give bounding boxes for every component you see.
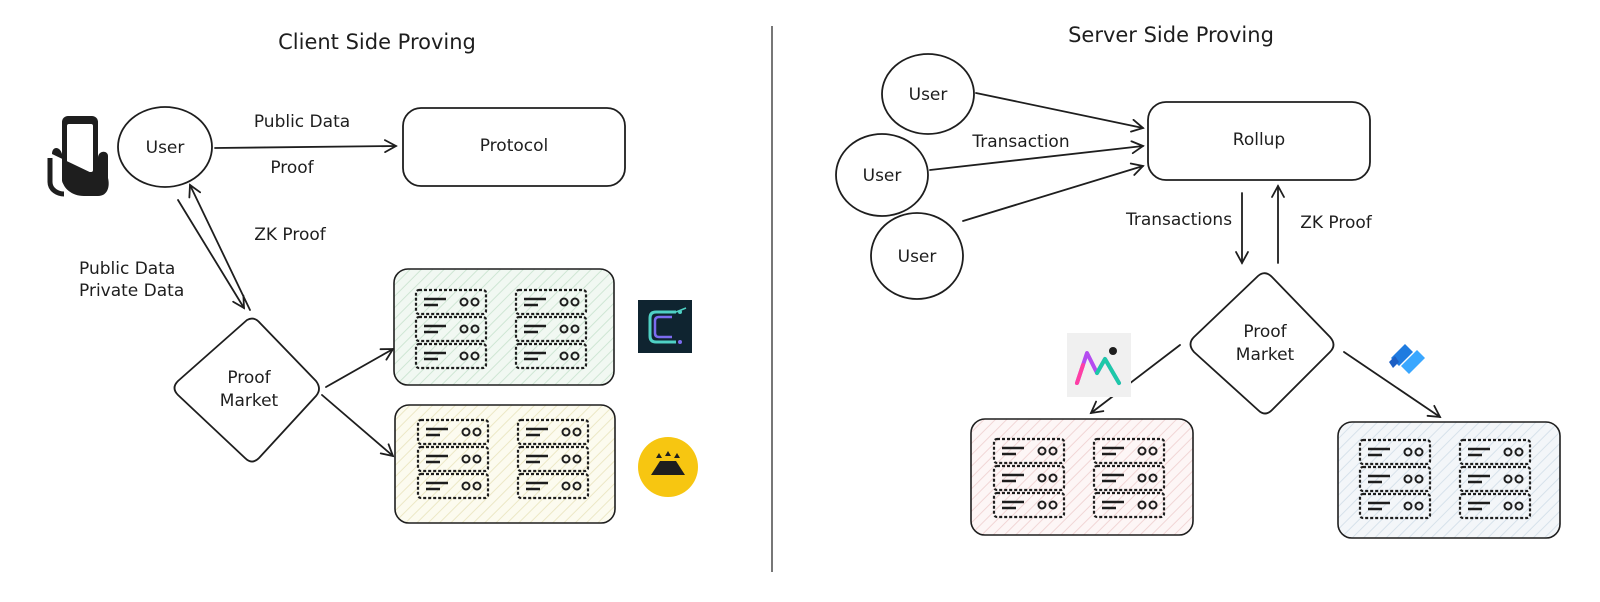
server-user-label-c: User bbox=[898, 247, 937, 267]
client-public-data-2-label: Public Data bbox=[79, 259, 175, 279]
server-user-node-a bbox=[881, 53, 975, 135]
market-to-blue-servers-arrow bbox=[1343, 351, 1442, 419]
client-market-label-2: Market bbox=[220, 391, 279, 411]
client-public-data-label: Public Data bbox=[254, 112, 350, 132]
server-user-node-b bbox=[835, 133, 929, 217]
market-to-pink-servers-arrow bbox=[1089, 344, 1181, 415]
client-zk-proof-label: ZK Proof bbox=[254, 225, 327, 245]
market-to-user-arrow bbox=[188, 183, 251, 311]
market-to-yellow-servers-arrow bbox=[321, 394, 395, 458]
cysic-logo bbox=[638, 300, 692, 353]
client-private-data-label: Private Data bbox=[79, 281, 184, 301]
server-market-label-1: Proof bbox=[1243, 322, 1287, 342]
phone-hand-icon bbox=[47, 116, 109, 197]
layer-logo bbox=[1389, 344, 1425, 374]
client-proof-label: Proof bbox=[270, 158, 314, 178]
server-proof-market-node bbox=[1189, 272, 1335, 415]
user-a-to-rollup-arrow bbox=[975, 92, 1145, 133]
server-transaction-label: Transaction bbox=[971, 132, 1069, 152]
server-server-group-blue bbox=[1337, 421, 1561, 539]
protocol-label: Protocol bbox=[480, 136, 549, 156]
user-b-to-rollup-arrow bbox=[929, 140, 1145, 171]
client-market-label-1: Proof bbox=[227, 368, 271, 388]
succinct-logo bbox=[1067, 333, 1131, 397]
market-to-green-servers-arrow bbox=[325, 348, 395, 388]
server-user-label-a: User bbox=[909, 85, 948, 105]
client-server-group-yellow bbox=[394, 404, 616, 524]
user-c-to-rollup-arrow bbox=[962, 162, 1145, 222]
server-title: Server Side Proving bbox=[1068, 23, 1274, 47]
user-to-protocol-arrow bbox=[214, 139, 398, 154]
gevulot-logo bbox=[638, 437, 698, 497]
server-user-label-b: User bbox=[863, 166, 902, 186]
server-transactions-label: Transactions bbox=[1125, 210, 1232, 230]
client-server-group-green bbox=[393, 268, 615, 386]
rollup-label: Rollup bbox=[1233, 130, 1285, 150]
protocol-node bbox=[402, 107, 626, 187]
server-market-label-2: Market bbox=[1236, 345, 1295, 365]
client-user-node bbox=[117, 106, 213, 188]
client-user-label: User bbox=[146, 138, 185, 158]
client-proof-market-node bbox=[173, 317, 320, 463]
server-server-group-pink bbox=[970, 418, 1194, 536]
client-title: Client Side Proving bbox=[278, 30, 476, 54]
server-zk-proof-label: ZK Proof bbox=[1300, 213, 1373, 233]
server-user-node-c bbox=[870, 212, 964, 300]
rollup-node bbox=[1147, 101, 1371, 181]
user-to-market-arrow bbox=[177, 199, 245, 310]
